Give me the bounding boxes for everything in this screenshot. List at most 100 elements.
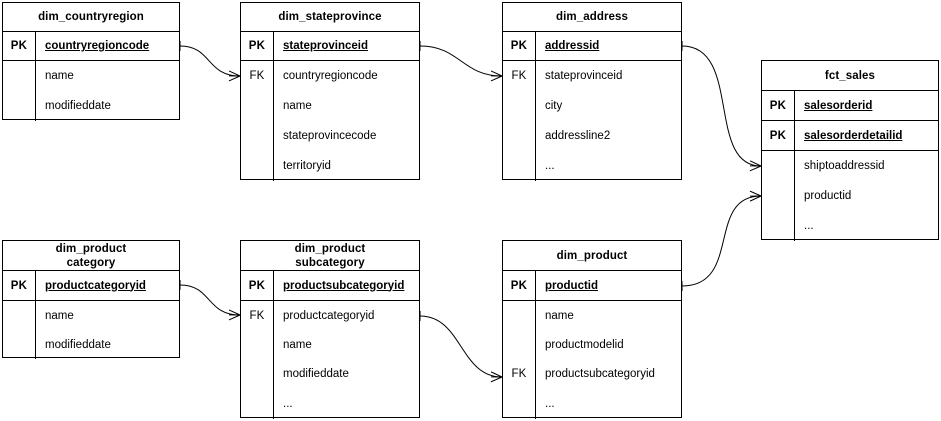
attribute-name: productmodelid (545, 338, 624, 351)
attribute-row[interactable]: territoryid (241, 151, 419, 181)
key-cell-empty (3, 91, 36, 121)
relationship-stateprovince-to-address[interactable] (419, 40, 503, 82)
entity-title: dim_address (503, 3, 681, 32)
attribute-name: productsubcategoryid (545, 367, 655, 380)
entity-title-line: dim_countryregion (38, 11, 144, 23)
key-badge-pk: PK (3, 271, 36, 300)
attribute-row[interactable]: shiptoaddressid (762, 151, 938, 181)
attribute-row[interactable]: modifieddate (3, 91, 179, 121)
key-cell-empty (762, 151, 795, 181)
attribute-name: modifieddate (45, 338, 111, 351)
entity-title: fct_sales (762, 61, 938, 91)
key-cell-empty (503, 330, 536, 359)
attribute-row[interactable]: ... (762, 211, 938, 241)
key-badge-fk: FK (503, 61, 536, 91)
key-cell-empty (3, 61, 36, 91)
attribute-name: salesorderid (804, 99, 873, 112)
attribute-name: name (545, 309, 574, 322)
cardinality-many-marker (228, 309, 241, 316)
attribute-row[interactable]: name (3, 61, 179, 91)
entity-title-line: dim_product (55, 242, 127, 255)
attribute-name: stateprovinceid (545, 70, 623, 82)
entity-title-line: dim_address (555, 11, 629, 23)
attribute-row[interactable]: ... (241, 388, 419, 419)
key-cell-empty (241, 151, 274, 181)
relationship-line (419, 315, 503, 378)
attribute-name: ... (545, 397, 555, 410)
attribute-name: productsubcategoryid (283, 279, 405, 292)
cardinality-many-marker (490, 371, 503, 378)
entity-title-line: dim_product (294, 242, 366, 255)
key-cell-empty (503, 91, 536, 121)
attribute-row[interactable]: FK stateprovinceid (503, 61, 681, 91)
attribute-row[interactable]: modifieddate (3, 330, 179, 359)
attribute-row[interactable]: productmodelid (503, 330, 681, 359)
attribute-row[interactable]: ... (503, 151, 681, 181)
cardinality-many-marker (749, 165, 762, 172)
relationship-line (681, 45, 762, 167)
attribute-row[interactable]: name (3, 301, 179, 330)
key-cell-empty (241, 121, 274, 151)
cardinality-many-marker (228, 314, 241, 321)
attribute-name: name (45, 70, 74, 82)
attribute-row[interactable]: PK salesorderid (762, 91, 938, 121)
attribute-row[interactable]: name (241, 91, 419, 121)
relationship-address-to-fctsales[interactable] (681, 40, 762, 172)
attribute-row[interactable]: productid (762, 181, 938, 211)
attribute-row[interactable]: stateprovincecode (241, 121, 419, 151)
attribute-name: name (45, 309, 74, 322)
key-cell-empty (503, 121, 536, 151)
cardinality-many-marker (490, 70, 503, 77)
attribute-row[interactable]: name (241, 330, 419, 359)
cardinality-many-marker (749, 195, 762, 202)
relationship-subcategory-to-product[interactable] (419, 310, 503, 383)
entity-title: dim_stateprovince (241, 3, 419, 32)
relationship-product-to-fctsales[interactable] (681, 190, 762, 292)
attribute-name: productid (804, 190, 852, 202)
key-cell-empty (762, 211, 795, 241)
key-cell-empty (503, 388, 536, 419)
attribute-name: stateprovincecode (283, 130, 377, 142)
key-badge-fk: FK (241, 301, 274, 330)
attribute-name: ... (804, 220, 814, 232)
attribute-row[interactable]: FK productcategoryid (241, 301, 419, 330)
key-cell-empty (3, 330, 36, 359)
relationship-productcategory-to-subcategory[interactable] (179, 279, 241, 321)
cardinality-many-marker (749, 160, 762, 167)
relationship-countryregion-to-stateprovince[interactable] (179, 40, 241, 82)
key-badge-pk: PK (762, 91, 795, 120)
entity-title: dim_countryregion (3, 3, 179, 32)
attribute-name: countryregioncode (45, 40, 150, 52)
attribute-name: productcategoryid (283, 309, 375, 322)
attribute-row[interactable]: modifieddate (241, 359, 419, 388)
key-cell-empty (241, 359, 274, 388)
attribute-row[interactable]: city (503, 91, 681, 121)
relationship-line (179, 284, 241, 316)
attribute-row[interactable]: ... (503, 388, 681, 419)
entity-title-line: dim_stateprovince (278, 11, 382, 23)
entity-title-line: category (66, 256, 116, 269)
attribute-name: countryregioncode (283, 70, 378, 82)
attribute-row[interactable]: addressline2 (503, 121, 681, 151)
attribute-name: territoryid (283, 160, 331, 172)
attribute-row[interactable]: name (503, 301, 681, 330)
cardinality-many-marker (228, 70, 241, 77)
